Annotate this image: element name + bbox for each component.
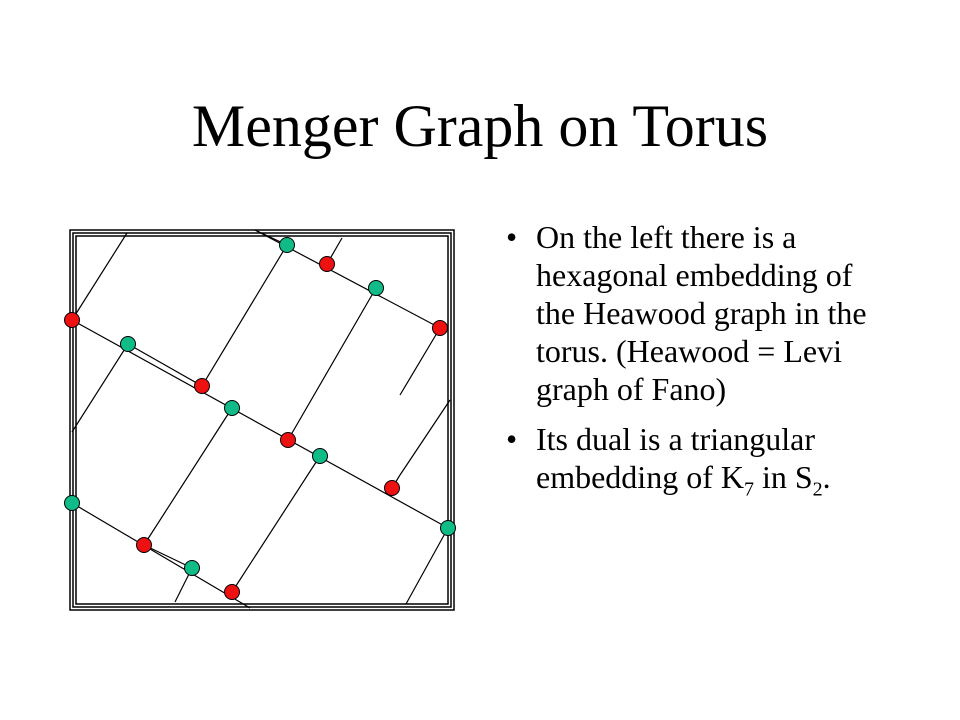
edge: [143, 407, 233, 546]
vertex-red: [319, 256, 335, 272]
edge: [405, 527, 449, 605]
edge: [143, 544, 193, 569]
bullet-text-part: in S: [753, 459, 813, 495]
graph-vertices: [64, 237, 456, 600]
bullet-text-part: .: [822, 459, 831, 495]
edge: [71, 343, 129, 433]
heawood-torus-diagram: [64, 229, 456, 611]
subscript: 7: [743, 478, 754, 501]
slide-title: Menger Graph on Torus: [191, 93, 769, 159]
bullet-list: • On the left there is a hexagonal embed…: [498, 218, 898, 508]
edge: [399, 399, 451, 476]
vertex-red: [224, 584, 240, 600]
bullet-marker: •: [506, 219, 518, 255]
edge: [287, 287, 377, 441]
vertex-red: [280, 432, 296, 448]
edge: [127, 343, 203, 387]
bullet-marker: •: [506, 421, 518, 457]
vertex-teal: [312, 448, 328, 464]
vertex-teal: [279, 237, 295, 253]
vertex-red: [64, 312, 80, 328]
edge: [71, 502, 251, 609]
edge: [71, 319, 449, 529]
edge: [399, 327, 441, 396]
bullet-text-part: Its dual is a triangular embedding of K: [536, 421, 816, 495]
edge: [231, 455, 321, 593]
vertex-teal: [120, 336, 136, 352]
vertex-teal: [224, 400, 240, 416]
vertex-teal: [440, 520, 456, 536]
vertex-teal: [64, 495, 80, 511]
bullet-item: • Its dual is a triangular embedding of …: [498, 420, 898, 499]
edge: [71, 232, 128, 321]
edge: [201, 244, 288, 387]
subscript: 2: [812, 478, 823, 501]
vertex-red: [194, 378, 210, 394]
vertex-teal: [184, 560, 200, 576]
bullet-text: On the left there is a hexagonal embeddi…: [536, 219, 867, 407]
vertex-red: [136, 537, 152, 553]
vertex-teal: [368, 280, 384, 296]
bullet-item: • On the left there is a hexagonal embed…: [498, 218, 898, 408]
vertex-red: [384, 480, 400, 496]
graph-edges: [71, 229, 451, 609]
vertex-red: [432, 320, 448, 336]
bullet-text: Its dual is a triangular embedding of K7…: [536, 421, 831, 499]
